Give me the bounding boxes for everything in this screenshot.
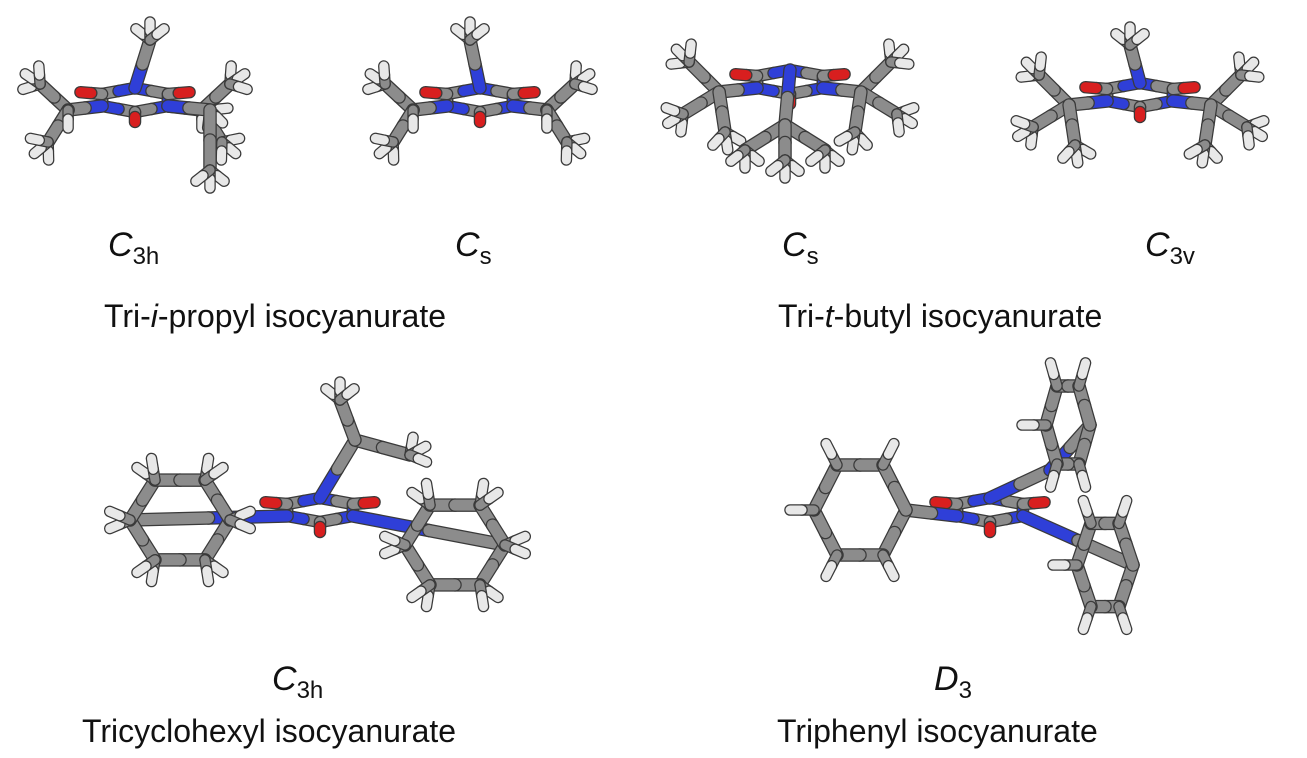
molecule-triphenyl-d3 <box>784 357 1140 636</box>
molecule-tri-isopropyl-c3h <box>17 16 253 194</box>
compound-name-tri-t-butyl: Tri-t-butyl isocyanurate <box>778 298 1103 334</box>
symmetry-label-2: Cs <box>455 226 492 270</box>
molecule-tri-isopropyl-cs <box>362 16 598 166</box>
compound-name-tri-i-propyl: Tri-i-propyl isocyanurate <box>104 298 447 334</box>
symmetry-label-4: C3v <box>1145 226 1195 270</box>
compound-name-tricyclohexyl: Tricyclohexyl isocyanurate <box>82 713 457 749</box>
symmetry-label-5: C3h <box>272 660 324 704</box>
symmetry-label-1: C3h <box>108 226 160 270</box>
compound-name-triphenyl: Triphenyl isocyanurate <box>777 713 1098 749</box>
molecule-tri-tert-butyl-cs <box>660 38 920 184</box>
symmetry-label-6: D3 <box>934 660 972 704</box>
molecule-tri-tert-butyl-c3v <box>1010 21 1270 169</box>
molecule-tricyclohexyl-c3h <box>103 376 532 613</box>
symmetry-label-3: Cs <box>782 226 819 270</box>
